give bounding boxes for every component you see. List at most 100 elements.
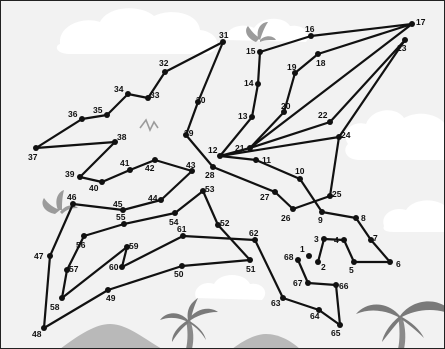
connector-line-12-13 bbox=[218, 115, 254, 158]
dot-58[interactable] bbox=[59, 295, 65, 301]
dot-56[interactable] bbox=[81, 233, 87, 239]
dot-48[interactable] bbox=[41, 325, 47, 331]
dot-43[interactable] bbox=[189, 168, 195, 174]
dot-67[interactable] bbox=[305, 280, 311, 286]
dot-29[interactable] bbox=[183, 132, 189, 138]
dot-27[interactable] bbox=[272, 189, 278, 195]
dot-34[interactable] bbox=[125, 91, 131, 97]
dot-45[interactable] bbox=[120, 207, 126, 213]
dot-21[interactable] bbox=[247, 145, 253, 151]
dot-55[interactable] bbox=[121, 221, 127, 227]
dot-54[interactable] bbox=[172, 210, 178, 216]
clouds bbox=[56, 8, 445, 300]
connector-line-13-14 bbox=[250, 82, 260, 119]
dot-63[interactable] bbox=[280, 295, 286, 301]
dot-label-2: 2 bbox=[321, 262, 326, 272]
dot-25[interactable] bbox=[327, 193, 333, 199]
dot-20[interactable] bbox=[281, 109, 287, 115]
dot-label-31: 31 bbox=[219, 30, 229, 40]
dot-4[interactable] bbox=[341, 237, 347, 243]
dot-47[interactable] bbox=[47, 253, 53, 259]
dot-37[interactable] bbox=[33, 145, 39, 151]
dot-44[interactable] bbox=[158, 197, 164, 203]
dot-42[interactable] bbox=[152, 157, 158, 163]
cloud-lower-right bbox=[383, 200, 445, 232]
dot-61[interactable] bbox=[180, 233, 186, 239]
dot-26[interactable] bbox=[290, 206, 296, 212]
dot-label-58: 58 bbox=[50, 302, 60, 312]
dot-11[interactable] bbox=[253, 157, 259, 163]
dot-13[interactable] bbox=[249, 114, 255, 120]
dot-label-7: 7 bbox=[373, 233, 378, 243]
connector-line-59-60 bbox=[120, 245, 129, 269]
dot-22[interactable] bbox=[327, 119, 333, 125]
dot-66[interactable] bbox=[333, 282, 339, 288]
connector-line-40-41 bbox=[100, 168, 132, 184]
dot-3[interactable] bbox=[321, 236, 327, 242]
dot-40[interactable] bbox=[99, 179, 105, 185]
dot-50[interactable] bbox=[179, 263, 185, 269]
dot-9[interactable] bbox=[319, 209, 325, 215]
dot-28[interactable] bbox=[210, 164, 216, 170]
dot-30[interactable] bbox=[195, 99, 201, 105]
dot-label-60: 60 bbox=[109, 262, 119, 272]
dot-38[interactable] bbox=[112, 139, 118, 145]
dot-57[interactable] bbox=[64, 267, 70, 273]
dot-label-68: 68 bbox=[284, 252, 294, 262]
dot-41[interactable] bbox=[127, 167, 133, 173]
dot-35[interactable] bbox=[104, 112, 110, 118]
dot-33[interactable] bbox=[145, 95, 151, 101]
dot-52[interactable] bbox=[215, 222, 221, 228]
dot-24[interactable] bbox=[336, 134, 342, 140]
dot-1[interactable] bbox=[306, 253, 312, 259]
dot-46[interactable] bbox=[70, 201, 76, 207]
dot-6[interactable] bbox=[387, 259, 393, 265]
dot-64[interactable] bbox=[316, 307, 322, 313]
dot-label-1: 1 bbox=[300, 244, 305, 254]
dot-10[interactable] bbox=[297, 176, 303, 182]
dot-31[interactable] bbox=[220, 39, 226, 45]
dot-8[interactable] bbox=[353, 215, 359, 221]
connector-line-47-48 bbox=[42, 254, 52, 330]
dot-14[interactable] bbox=[255, 81, 261, 87]
dot-7[interactable] bbox=[368, 237, 374, 243]
connector-line-31-32 bbox=[163, 40, 225, 74]
dot-51[interactable] bbox=[247, 257, 253, 263]
dot-2[interactable] bbox=[315, 259, 321, 265]
connector-line-44-45 bbox=[121, 198, 163, 212]
connector-line-27-28 bbox=[211, 165, 277, 194]
dot-label-55: 55 bbox=[116, 212, 126, 222]
dot-label-5: 5 bbox=[349, 265, 354, 275]
dot-65[interactable] bbox=[337, 322, 343, 328]
dot-label-53: 53 bbox=[205, 184, 215, 194]
dot-68[interactable] bbox=[295, 257, 301, 263]
connector-line-66-67 bbox=[306, 281, 338, 287]
dot-62[interactable] bbox=[252, 237, 258, 243]
dot-49[interactable] bbox=[105, 287, 111, 293]
dot-19[interactable] bbox=[292, 70, 298, 76]
dot-16[interactable] bbox=[308, 33, 314, 39]
dot-15[interactable] bbox=[257, 49, 263, 55]
dot-32[interactable] bbox=[162, 69, 168, 75]
dot-label-11: 11 bbox=[262, 155, 271, 165]
dot-label-43: 43 bbox=[186, 160, 196, 170]
connecting-lines bbox=[34, 22, 414, 330]
dot-36[interactable] bbox=[79, 116, 85, 122]
dot-12[interactable] bbox=[217, 153, 223, 159]
dot-39[interactable] bbox=[77, 174, 83, 180]
dot-59[interactable] bbox=[124, 244, 130, 250]
connector-line-3-4 bbox=[322, 237, 346, 242]
dot-5[interactable] bbox=[351, 259, 357, 265]
connector-line-22-23 bbox=[328, 38, 407, 124]
palm-tree-center bbox=[160, 298, 218, 349]
dot-60[interactable] bbox=[119, 264, 125, 270]
dot-18[interactable] bbox=[315, 51, 321, 57]
dot-17[interactable] bbox=[409, 21, 415, 27]
connector-line-60-61 bbox=[120, 234, 185, 269]
dot-53[interactable] bbox=[200, 188, 206, 194]
connector-line-49-50 bbox=[106, 264, 184, 292]
dot-label-32: 32 bbox=[159, 58, 169, 68]
dot-23[interactable] bbox=[402, 37, 408, 43]
dot-label-21: 21 bbox=[235, 143, 245, 153]
dot-label-52: 52 bbox=[220, 218, 230, 228]
